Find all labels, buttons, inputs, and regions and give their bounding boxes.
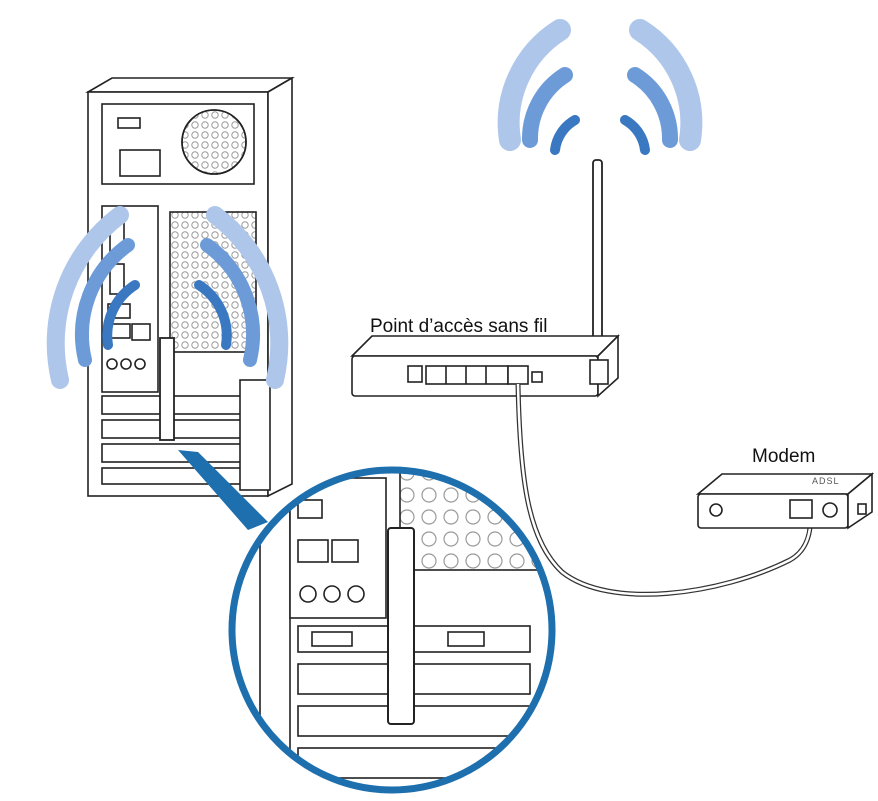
- modem-brand-label: ADSL: [812, 476, 840, 486]
- router-wifi-waves: [497, 19, 703, 155]
- wireless-router-icon: [350, 159, 620, 398]
- modem-label: Modem: [752, 446, 816, 467]
- access-point-label: Point d’accès sans fil: [370, 316, 548, 337]
- adsl-modem-icon: [695, 472, 875, 530]
- computer-wifi-waves: [46, 206, 289, 389]
